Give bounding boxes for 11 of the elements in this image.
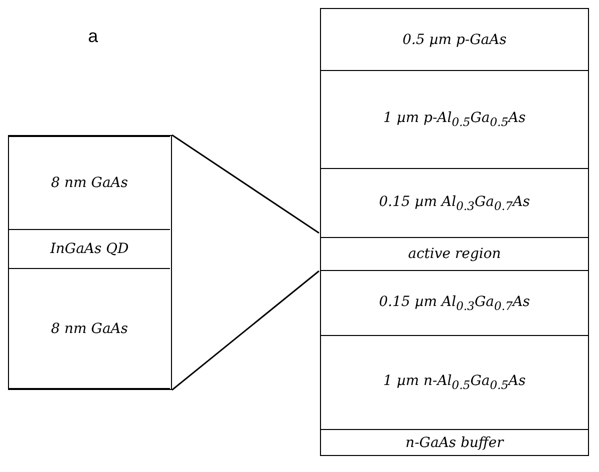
layer-box: 1 µm p-Al$_{0.5}$Ga$_{0.5}$As: [320, 70, 589, 169]
layer-box: n-GaAs buffer: [320, 429, 589, 456]
panel-letter: a: [88, 26, 98, 47]
layer-stack: [8, 135, 172, 390]
layer-box: 0.15 µm Al$_{0.3}$Ga$_{0.7}$As: [320, 168, 589, 238]
zoom-line: [172, 270, 320, 391]
layer-box: 0.5 µm p-GaAs: [320, 8, 589, 71]
layer-box: 0.15 µm Al$_{0.3}$Ga$_{0.7}$As: [320, 270, 589, 336]
zoom-line: [172, 134, 320, 234]
layer-box: active region: [320, 237, 589, 271]
layer-box: 1 µm n-Al$_{0.5}$Ga$_{0.5}$As: [320, 335, 589, 430]
